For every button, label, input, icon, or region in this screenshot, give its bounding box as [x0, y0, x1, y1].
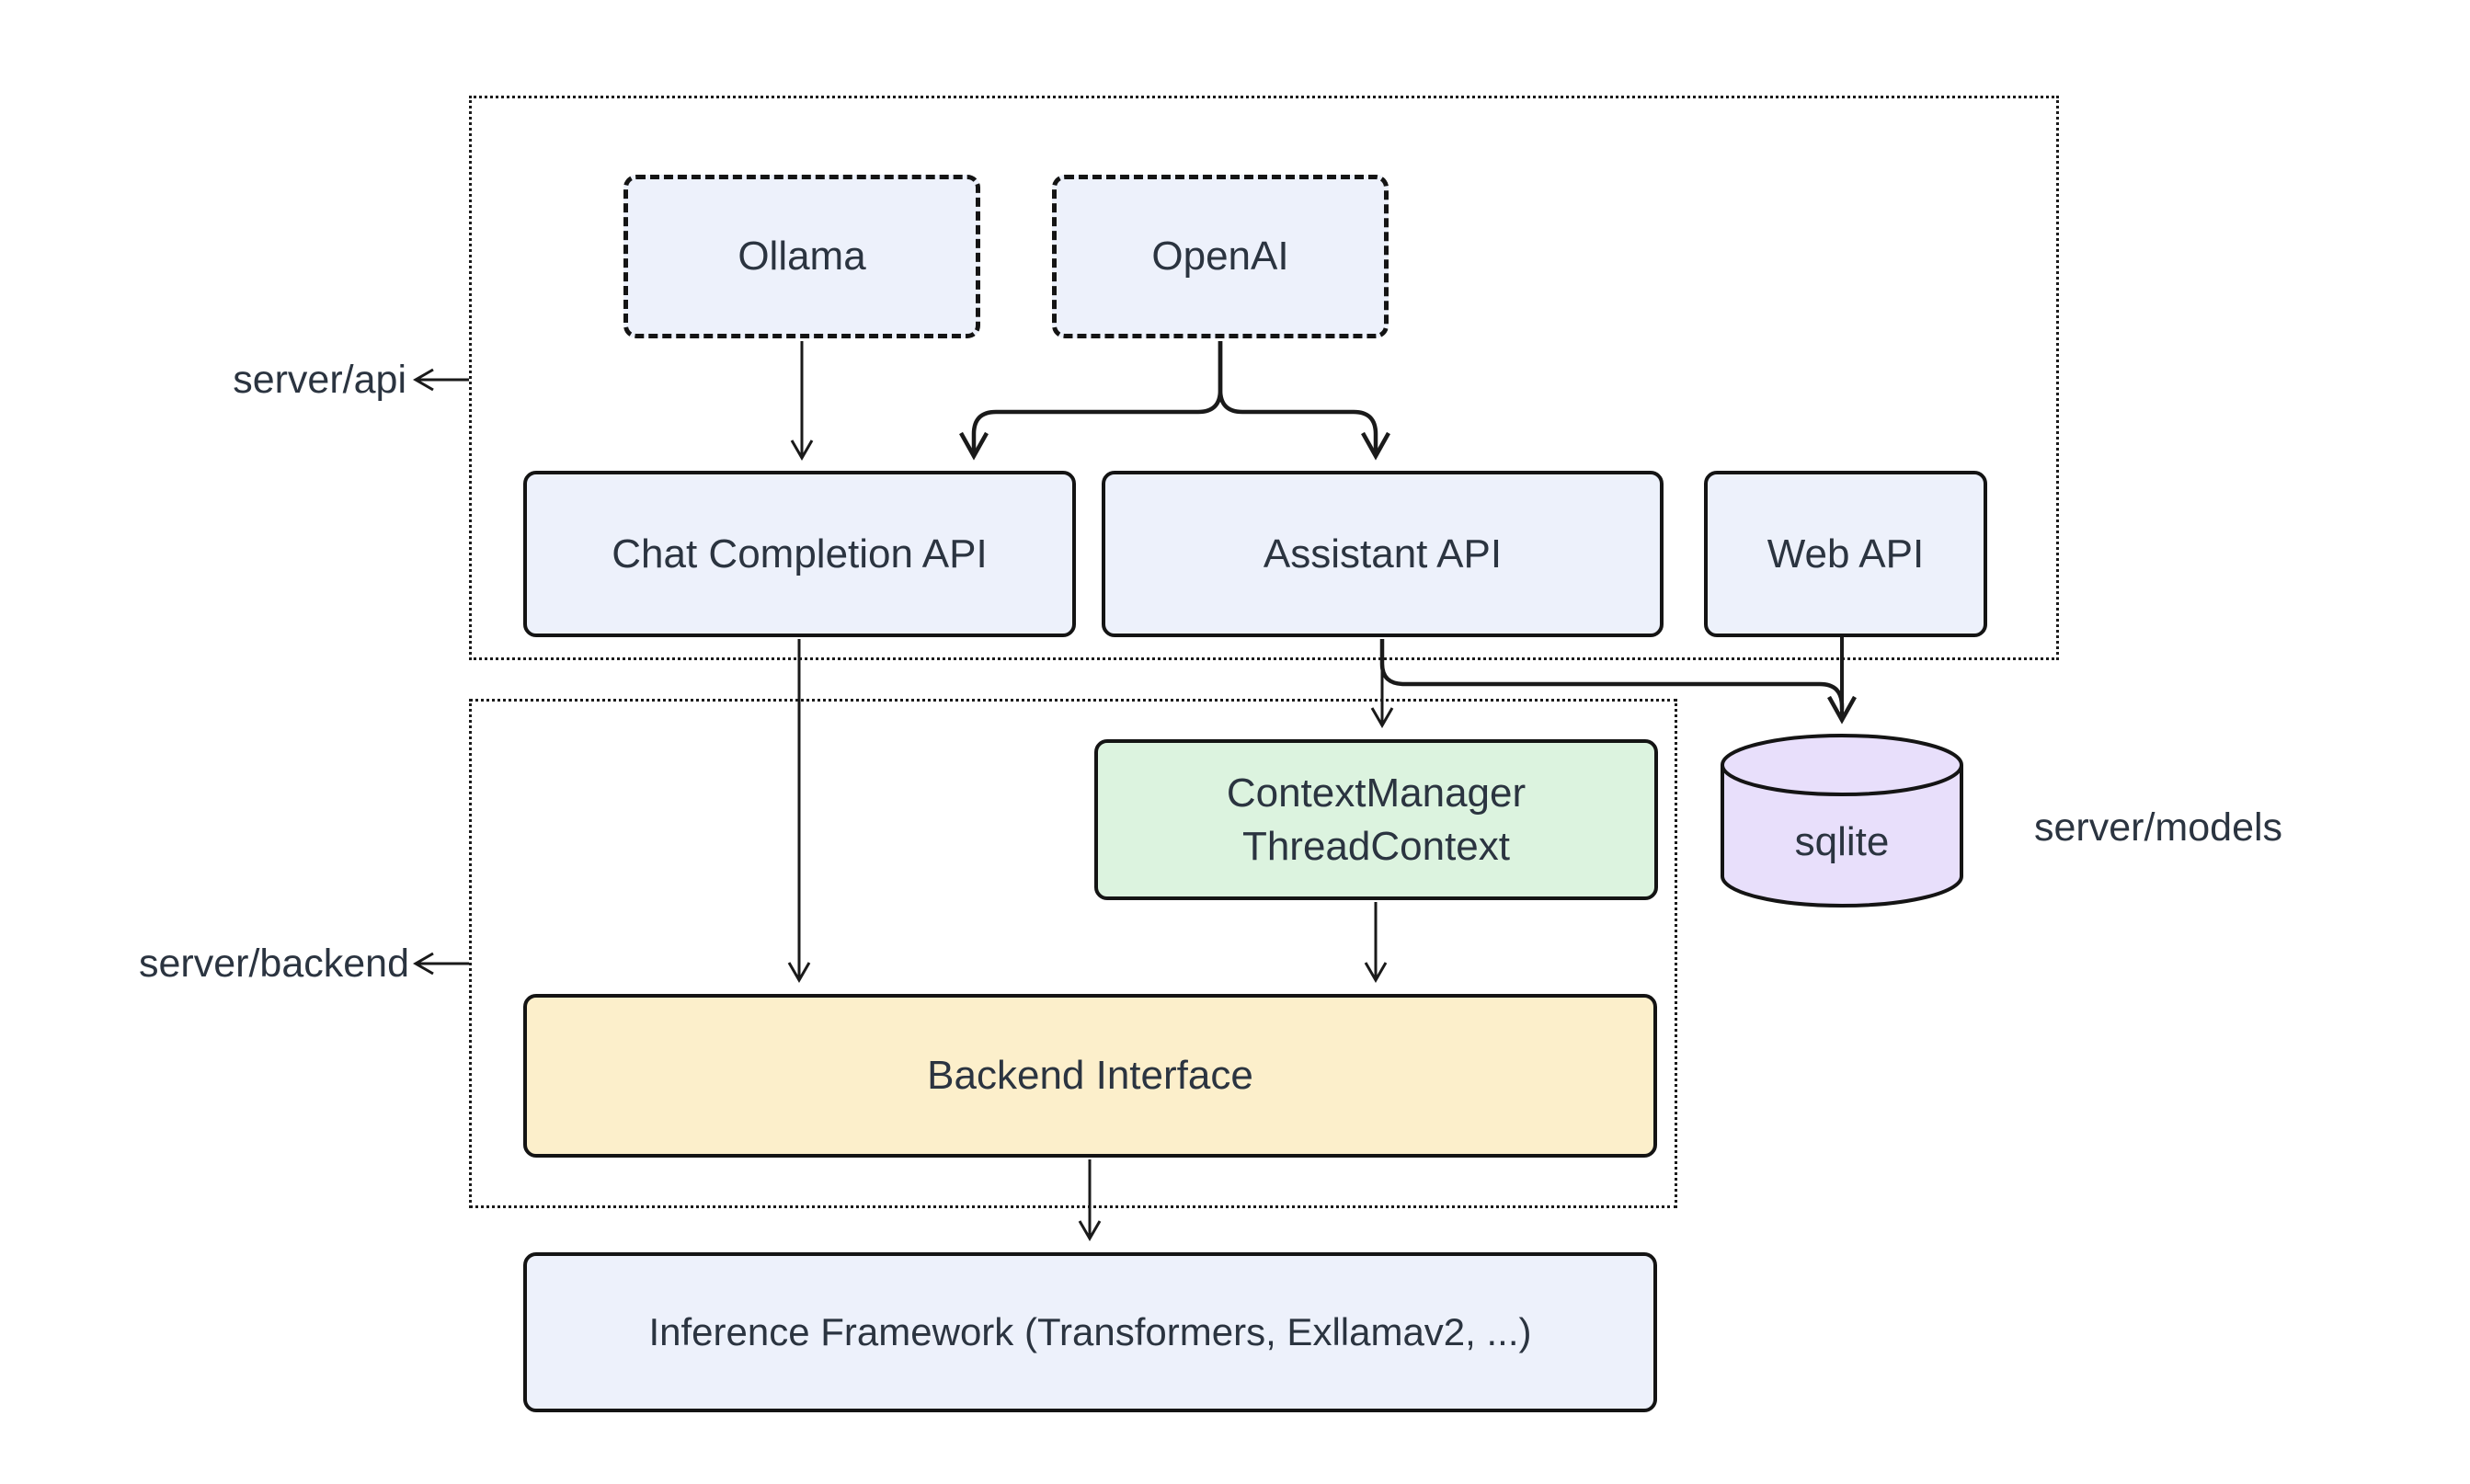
group-label-server-api: server/api	[131, 354, 406, 405]
node-inference-framework-label: Inference Framework (Transformers, Exlla…	[648, 1309, 1532, 1353]
server-api-text: server/api	[233, 357, 406, 402]
node-context-manager: ContextManager ThreadContext	[1094, 739, 1658, 900]
connector-openai-to-assistant	[1218, 341, 1390, 461]
group-server-backend	[469, 699, 1677, 1208]
node-chat-completion-api: Chat Completion API	[523, 471, 1076, 637]
node-ollama-label: Ollama	[738, 234, 866, 280]
node-backend-interface-label: Backend Interface	[927, 1053, 1253, 1099]
annotation-server-models: server/models	[2034, 802, 2347, 853]
node-sqlite-label: sqlite	[1722, 807, 1961, 877]
node-ollama: Ollama	[623, 175, 980, 338]
node-openai-label: OpenAI	[1151, 234, 1289, 280]
connector-assistant-to-sqlite	[1379, 639, 1845, 710]
node-inference-framework: Inference Framework (Transformers, Exlla…	[523, 1252, 1657, 1412]
node-assistant-api: Assistant API	[1102, 471, 1664, 637]
node-web-api: Web API	[1704, 471, 1987, 637]
node-openai: OpenAI	[1052, 175, 1389, 338]
context-manager-line1: ContextManager	[1226, 771, 1527, 816]
connector-openai-to-chat-completion	[959, 341, 1223, 461]
server-models-text: server/models	[2034, 805, 2283, 850]
node-assistant-api-label: Assistant API	[1263, 531, 1503, 576]
context-manager-line2: ThreadContext	[1241, 823, 1511, 869]
node-web-api-label: Web API	[1767, 531, 1925, 576]
node-context-manager-label: ContextManager ThreadContext	[1227, 767, 1526, 872]
sqlite-text: sqlite	[1794, 819, 1890, 864]
node-backend-interface: Backend Interface	[523, 994, 1657, 1158]
sqlite-cylinder	[1721, 734, 1963, 908]
group-label-server-backend: server/backend	[78, 938, 409, 989]
server-backend-text: server/backend	[139, 941, 409, 986]
node-chat-completion-api-label: Chat Completion API	[612, 531, 988, 576]
group-server-api	[469, 96, 2059, 660]
